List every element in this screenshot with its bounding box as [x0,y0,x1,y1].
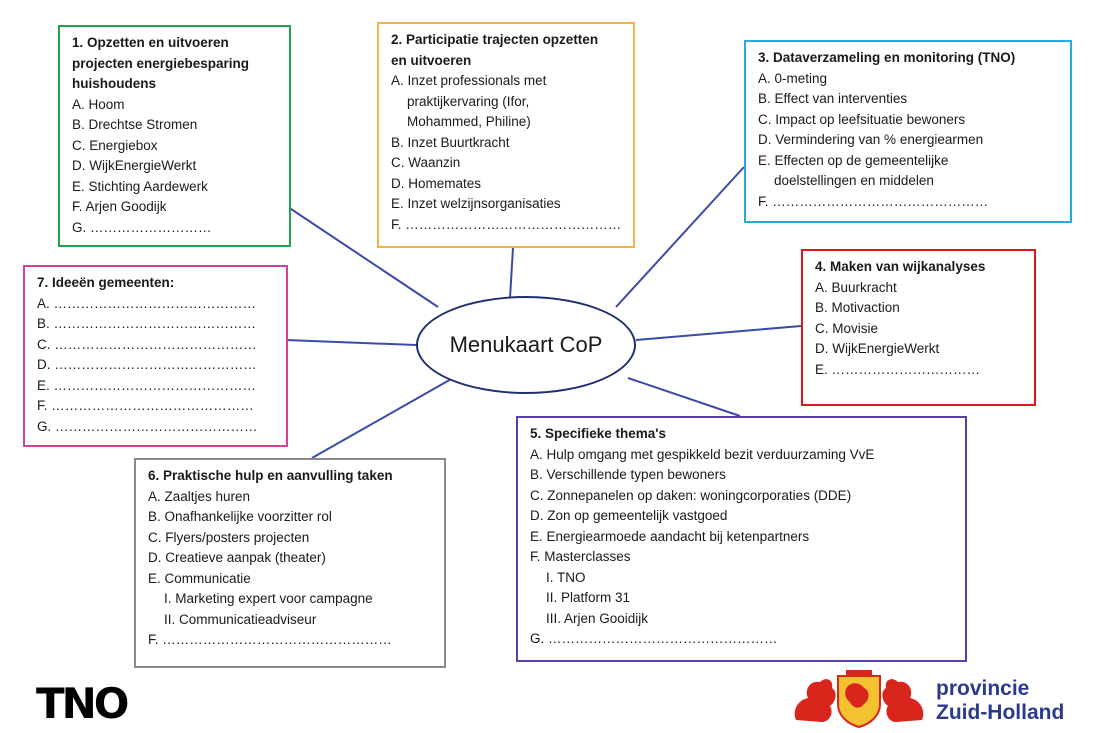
box-3-item: doelstellingen en middelen [774,173,934,188]
box-6-item: A. Zaaltjes huren [148,488,251,504]
box-5-item: F. Masterclasses [530,549,631,564]
box-3-item: C. Impact op leefsituatie bewoners [758,111,966,127]
box-3-data-monitoring: 3. Dataverzameling en monitoring (TNO) A… [744,40,1072,223]
box-1-item: A. Hoom [72,96,125,112]
box-6-item: C. Flyers/posters projecten [148,529,310,545]
box-7-item: A. ……………………………………… [37,295,257,311]
box-1-item: D. WijkEnergieWerkt [72,158,197,173]
box-1-energy-saving-projects: 1. Opzetten en uitvoeren projecten energ… [58,25,291,247]
box-2-participation-trajectories: 2. Participatie trajecten opzetten en ui… [377,22,635,248]
box-3-item: A. 0-meting [758,70,828,86]
box-7-item: E. ……………………………………… [37,377,257,393]
box-5-item: G. …………………………………………… [530,631,778,646]
box-3-item: B. Effect van interventies [758,91,908,106]
box-7-item: C. ……………………………………… [37,336,257,352]
pzh-line-1: provincie [936,677,1030,700]
box-7-title: 7. Ideeën gemeenten: [37,275,175,290]
box-7-item: G. ……………………………………… [37,418,258,434]
box-3-title: 3. Dataverzameling en monitoring (TNO) [758,50,1016,65]
box-4-title: 4. Maken van wijkanalyses [815,259,986,274]
box-4-item: B. Motivaction [815,300,900,315]
box-2-item: D. Homemates [391,175,482,191]
box-5-item: B. Verschillende typen bewoners [530,467,726,482]
box-6-subitem: I. Marketing expert voor campagne [164,591,373,606]
box-3-item: E. Effecten op de gemeentelijke [758,152,949,168]
box-4-item: D. WijkEnergieWerkt [815,341,940,356]
box-6-subitem: II. Communicatieadviseur [164,611,317,627]
box-2-title-line-1: 2. Participatie trajecten opzetten [391,32,599,47]
box-2-title-line-2: en uitvoeren [391,52,472,68]
box-6-item: E. Communicatie [148,570,251,586]
box-4-item: C. Movisie [815,320,879,336]
box-2-item: praktijkervaring (Ifor, [407,93,530,109]
box-5-item: E. Energiearmoede aandacht bij ketenpart… [530,528,810,544]
box-7-item: F. ……………………………………… [37,398,254,413]
box-1-title-line-1: 1. Opzetten en uitvoeren [72,35,229,50]
box-5-item: A. Hulp omgang met gespikkeld bezit verd… [530,446,875,462]
provincie-zuid-holland-logo-text: provincie Zuid-Holland [936,677,1064,725]
box-5-title: 5. Specifieke thema's [530,426,667,441]
tno-logo: TNO [36,679,129,728]
connector-box7 [285,339,417,346]
box-1-item: E. Stichting Aardewerk [72,178,208,194]
box-1-title-line-2: projecten energiebesparing [72,55,250,71]
box-6-item: B. Onafhankelijke voorzitter rol [148,509,332,524]
box-5-specific-themes: 5. Specifieke thema's A. Hulp omgang met… [516,416,967,662]
box-1-item: B. Drechtse Stromen [72,117,198,132]
box-7-municipality-ideas: 7. Ideeën gemeenten: A. ……………………………………… … [23,265,288,447]
box-1-title-line-3: huishoudens [72,76,156,91]
connector-box2 [509,247,514,299]
box-6-item: F. …………………………………………… [148,632,392,647]
box-2-item: B. Inzet Buurtkracht [391,134,510,150]
box-2-item: Mohammed, Philine) [407,114,531,129]
box-1-item: C. Energiebox [72,137,158,153]
pzh-line-2: Zuid-Holland [936,701,1065,724]
box-2-item: C. Waanzin [391,155,461,170]
box-5-item: C. Zonnepanelen op daken: woningcorporat… [530,487,852,503]
connector-box3 [615,166,745,308]
box-7-item: B. ……………………………………… [37,316,257,331]
center-label: Menukaart CoP [449,332,603,357]
box-2-item: A. Inzet professionals met [391,73,547,88]
connector-box4 [635,325,802,341]
box-6-title: 6. Praktische hulp en aanvulling taken [148,468,393,483]
box-2-item: F. ………………………………………… [391,216,622,232]
box-7-item: D. ……………………………………… [37,357,257,372]
box-6-item: D. Creatieve aanpak (theater) [148,550,326,565]
box-5-subitem: II. Platform 31 [546,590,631,605]
box-6-practical-help: 6. Praktische hulp en aanvulling taken A… [134,458,446,668]
connector-box1 [287,206,439,308]
box-2-item: E. Inzet welzijnsorganisaties [391,196,561,211]
box-5-subitem: I. TNO [546,569,586,585]
zuid-holland-emblem-icon [794,670,924,728]
connector-box5 [627,377,741,417]
box-5-item: D. Zon op gemeentelijk vastgoed [530,508,728,523]
box-3-item: F. ………………………………………… [758,193,989,209]
box-1-item: G. ……………………… [72,219,212,235]
box-4-item: A. Buurkracht [815,279,897,295]
connector-box6 [311,377,454,459]
box-1-item: F. Arjen Goodijk [72,199,167,214]
box-4-item: E. …………………………… [815,361,981,377]
box-3-item: D. Vermindering van % energiearmen [758,132,984,147]
box-5-subitem: III. Arjen Gooidijk [546,610,649,626]
center-node: Menukaart CoP [416,296,636,394]
box-4-neighbourhood-analyses: 4. Maken van wijkanalyses A. Buurkracht … [801,249,1036,406]
